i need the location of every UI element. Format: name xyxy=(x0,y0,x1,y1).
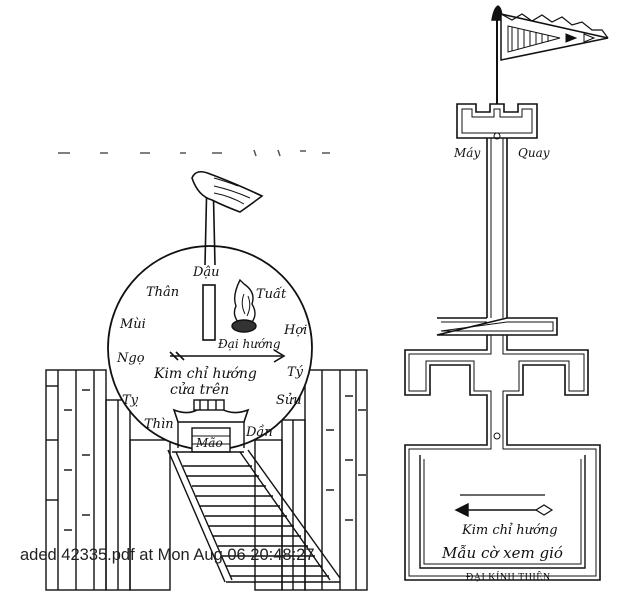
label-tuat: Tuất xyxy=(256,286,287,302)
plan-middle-bar xyxy=(436,317,558,336)
label-thin: Thìn xyxy=(144,417,174,432)
label-ty-left: Tỵ xyxy=(122,393,139,408)
pennant-flag-icon xyxy=(500,13,609,61)
label-cua-tren: cửa trên xyxy=(170,381,229,398)
flame-ornament-icon xyxy=(231,278,257,333)
direction-arrow-icon xyxy=(169,349,286,363)
label-than: Thân xyxy=(146,285,179,300)
wind-flag-icon xyxy=(191,170,264,213)
label-mui: Mùi xyxy=(119,317,146,332)
plan-needle-arrow-icon xyxy=(454,494,554,518)
plan-lower-frame xyxy=(404,335,601,581)
label-dan: Dần xyxy=(245,424,273,440)
scan-artifact-dots xyxy=(58,149,330,157)
left-observatory-drawing xyxy=(45,149,368,591)
caption-mau-co: Mẫu cờ xem gió xyxy=(441,544,563,562)
label-needle: Kim chỉ hướng xyxy=(461,523,558,538)
label-mao: Mão xyxy=(195,436,223,450)
label-ngo: Ngọ xyxy=(116,351,145,366)
right-gate-post xyxy=(254,439,283,591)
label-may: Máy xyxy=(453,146,480,160)
staircase xyxy=(167,449,341,583)
gate-pavilion xyxy=(172,399,250,453)
right-flag-plan-drawing xyxy=(404,5,609,581)
compass-labels: Dậu Tuất Thân Hợi Mùi Ngọ Tý Sửu Tỵ Thìn… xyxy=(116,265,307,450)
label-hoi: Hợi xyxy=(283,323,307,338)
label-ty-right: Tý xyxy=(287,365,304,380)
left-gate-post xyxy=(129,439,171,591)
caption-dai-kinh-thien: ĐẠI KÍNH THIÊN xyxy=(466,571,551,583)
label-kim-chi-huong: Kim chỉ hướng xyxy=(153,365,257,382)
label-quay: Quay xyxy=(518,146,550,160)
label-dai-huong: Đại hướng xyxy=(217,337,281,351)
plan-labels: Máy Quay Kim chỉ hướng Mẫu cờ xem gió ĐẠ… xyxy=(441,146,563,583)
plan-stem xyxy=(486,138,508,318)
label-suu: Sửu xyxy=(276,393,302,408)
mast-base xyxy=(202,284,216,341)
plan-top-battlement xyxy=(456,103,538,140)
label-dau: Dậu xyxy=(192,265,220,280)
download-stamp: aded 42335.pdf at Mon Aug 06 20:48:27 xyxy=(20,546,315,564)
